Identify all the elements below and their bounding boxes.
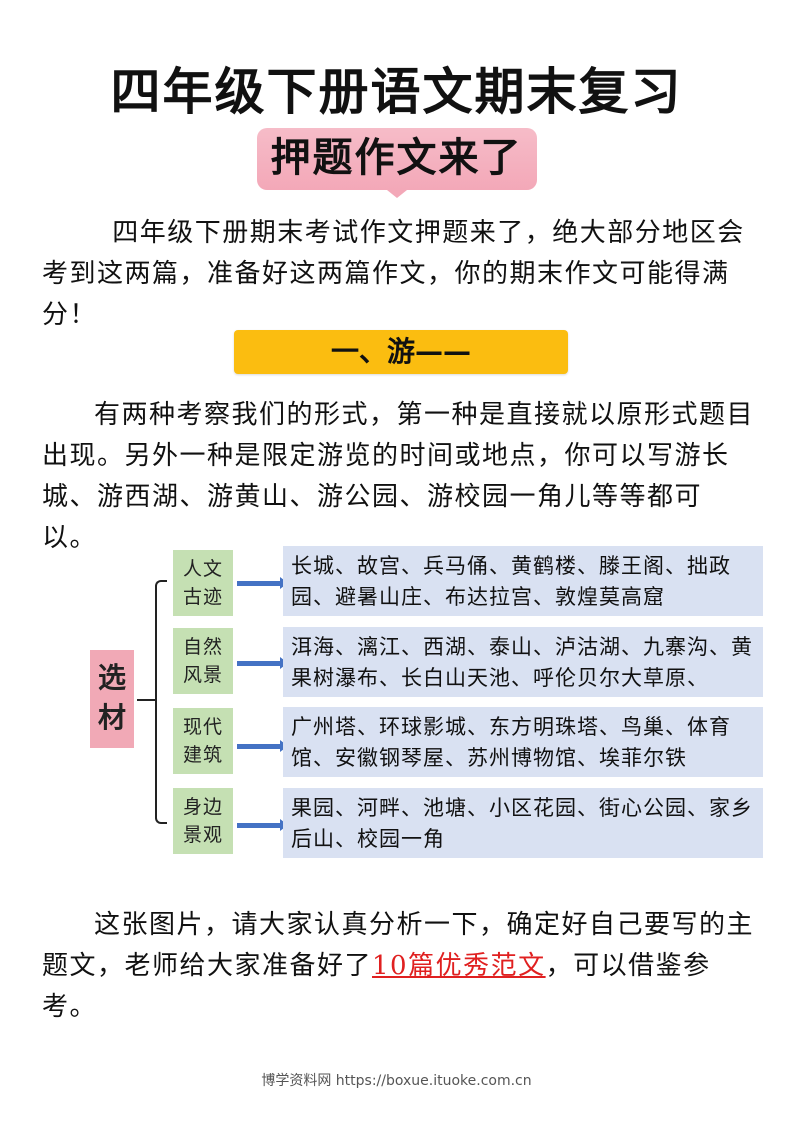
subtitle-banner: 押题作文来了	[0, 128, 793, 198]
footer-watermark: 博学资料网 https://boxue.ituoke.com.cn	[261, 1073, 532, 1089]
category-label: 古迹	[182, 586, 223, 608]
category-box: 自然 风景	[173, 628, 233, 694]
arrow-right-icon	[237, 657, 288, 669]
category-label: 人文	[182, 558, 223, 580]
subtitle: 押题作文来了	[256, 128, 537, 198]
section-paragraph: 有两种考察我们的形式，第一种是直接就以原形式题目出现。另外一种是限定游览的时间或…	[42, 395, 754, 559]
closing-text: 这张图片，请大家认真分析一下，确定好自己要写的主题文，老师给大家准备好了	[42, 910, 755, 981]
category-box: 身边 景观	[173, 788, 233, 854]
root-label-line1: 选	[97, 661, 126, 694]
category-items: 洱海、漓江、西湖、泰山、泸沽湖、九寨沟、黄果树瀑布、长白山天池、呼伦贝尔大草原、	[283, 627, 763, 697]
category-label: 景观	[182, 824, 223, 846]
root-label: 选 材	[90, 650, 134, 748]
category-label: 现代	[182, 716, 223, 738]
intro-paragraph: 四年级下册期末考试作文押题来了，绝大部分地区会考到这两篇，准备好这两篇作文，你的…	[42, 213, 754, 336]
arrow-right-icon	[237, 740, 288, 752]
closing-text-end: ，可以借鉴参考。	[42, 951, 711, 1022]
brace-bracket	[155, 580, 167, 824]
section-heading-banner: 一、游——	[234, 330, 568, 374]
category-box: 人文 古迹	[173, 550, 233, 616]
page-title: 四年级下册语文期末复习	[110, 63, 683, 121]
arrow-right-icon	[237, 819, 288, 831]
intro-text: 四年级下册期末考试作文押题来了，绝大部分地区会考到这两篇，准备好这两篇作文，你的…	[42, 218, 745, 330]
category-label: 建筑	[182, 744, 223, 766]
section-text: 有两种考察我们的形式，第一种是直接就以原形式题目出现。另外一种是限定游览的时间或…	[42, 400, 755, 553]
category-label: 身边	[182, 796, 223, 818]
brace-connector	[137, 699, 155, 701]
topic-selection-diagram: 选 材 人文 古迹 长城、故宫、兵马俑、黄鹤楼、滕王阁、拙政园、避暑山庄、布达拉…	[85, 540, 775, 860]
category-label: 自然	[182, 636, 223, 658]
category-items: 广州塔、环球影城、东方明珠塔、鸟巢、体育馆、安徽钢琴屋、苏州博物馆、埃菲尔铁	[283, 707, 763, 777]
category-items: 果园、河畔、池塘、小区花园、街心公园、家乡后山、校园一角	[283, 788, 763, 858]
closing-paragraph: 这张图片，请大家认真分析一下，确定好自己要写的主题文，老师给大家准备好了10篇优…	[42, 905, 754, 1028]
category-label: 风景	[182, 664, 223, 686]
category-box: 现代 建筑	[173, 708, 233, 774]
arrow-right-icon	[237, 577, 288, 589]
root-label-line2: 材	[97, 701, 126, 734]
section-heading: 一、游——	[330, 335, 471, 368]
category-items: 长城、故宫、兵马俑、黄鹤楼、滕王阁、拙政园、避暑山庄、布达拉宫、敦煌莫高窟	[283, 546, 763, 616]
sample-essays-link[interactable]: 10篇优秀范文	[372, 951, 546, 981]
